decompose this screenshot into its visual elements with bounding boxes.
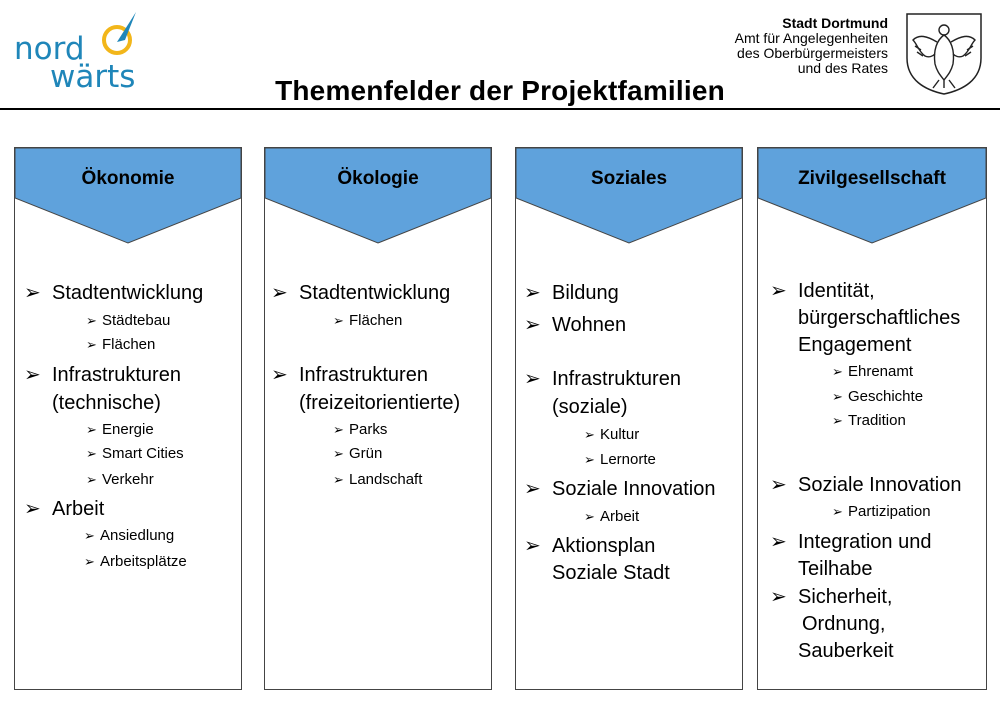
column-header-label: Ökonomie — [81, 168, 175, 189]
logo-text-line2: wärts — [50, 59, 136, 95]
arrow-bullet-icon: ➢ — [524, 478, 541, 500]
arrow-bullet-icon: ➢ — [770, 280, 787, 302]
arrow-bullet-icon: ➢ — [24, 282, 41, 304]
column-header: Zivilgesellschaft — [758, 148, 986, 244]
arrow-bullet-icon: ➢ — [524, 368, 541, 390]
organization-name: Stadt Dortmund — [782, 15, 888, 31]
organization-line2: Amt für Angelegenheiten — [734, 30, 888, 46]
arrow-bullet-icon: ➢ — [86, 472, 97, 487]
title-divider — [0, 108, 1000, 110]
column-header: Ökologie — [265, 148, 491, 244]
organization-block: Stadt Dortmund Amt für Angelegenheiten d… — [735, 16, 888, 76]
arrow-bullet-icon: ➢ — [832, 413, 843, 428]
organization-line3: des Oberbürgermeisters — [737, 45, 888, 61]
logo-compass-icon — [102, 12, 136, 55]
column-oekologie: Ökologie ➢Stadtentwicklung ➢Flächen ➢Inf… — [264, 147, 492, 690]
arrow-bullet-icon: ➢ — [84, 528, 95, 543]
arrow-bullet-icon: ➢ — [524, 535, 541, 557]
column-zivilgesellschaft: Zivilgesellschaft ➢Identität, bürgerscha… — [757, 147, 987, 690]
arrow-bullet-icon: ➢ — [333, 472, 344, 487]
arrow-bullet-icon: ➢ — [271, 282, 288, 304]
arrow-bullet-icon: ➢ — [832, 504, 843, 519]
column-soziales: Soziales ➢Bildung ➢Wohnen ➢Infrastruktur… — [515, 147, 743, 690]
column-header: Soziales — [516, 148, 742, 244]
column-header-label: Ökologie — [337, 168, 419, 189]
arrow-bullet-icon: ➢ — [333, 313, 344, 328]
column-oekonomie: Ökonomie ➢Stadtentwicklung ➢Städtebau ➢F… — [14, 147, 242, 690]
arrow-bullet-icon: ➢ — [271, 364, 288, 386]
arrow-bullet-icon: ➢ — [770, 586, 787, 608]
arrow-bullet-icon: ➢ — [86, 337, 97, 352]
arrow-bullet-icon: ➢ — [333, 422, 344, 437]
arrow-bullet-icon: ➢ — [84, 554, 95, 569]
logo-text-line1: nord — [14, 31, 85, 67]
city-coat-of-arms-icon — [906, 13, 982, 95]
arrow-bullet-icon: ➢ — [86, 313, 97, 328]
arrow-bullet-icon: ➢ — [584, 452, 595, 467]
arrow-bullet-icon: ➢ — [86, 446, 97, 461]
arrow-bullet-icon: ➢ — [584, 427, 595, 442]
arrow-bullet-icon: ➢ — [524, 314, 541, 336]
arrow-bullet-icon: ➢ — [24, 498, 41, 520]
arrow-bullet-icon: ➢ — [584, 509, 595, 524]
page-title: Themenfelder der Projektfamilien — [275, 75, 725, 106]
arrow-bullet-icon: ➢ — [333, 446, 344, 461]
arrow-bullet-icon: ➢ — [24, 364, 41, 386]
column-header-label: Soziales — [590, 168, 668, 189]
arrow-bullet-icon: ➢ — [524, 282, 541, 304]
arrow-bullet-icon: ➢ — [86, 422, 97, 437]
organization-line4: und des Rates — [797, 60, 888, 76]
column-header-label: Zivilgesellschaft — [798, 168, 946, 189]
arrow-bullet-icon: ➢ — [770, 474, 787, 496]
arrow-bullet-icon: ➢ — [832, 389, 843, 404]
nordwaerts-logo: nord wärts — [14, 10, 154, 95]
arrow-bullet-icon: ➢ — [832, 364, 843, 379]
column-header: Ökonomie — [15, 148, 241, 244]
arrow-bullet-icon: ➢ — [770, 531, 787, 553]
